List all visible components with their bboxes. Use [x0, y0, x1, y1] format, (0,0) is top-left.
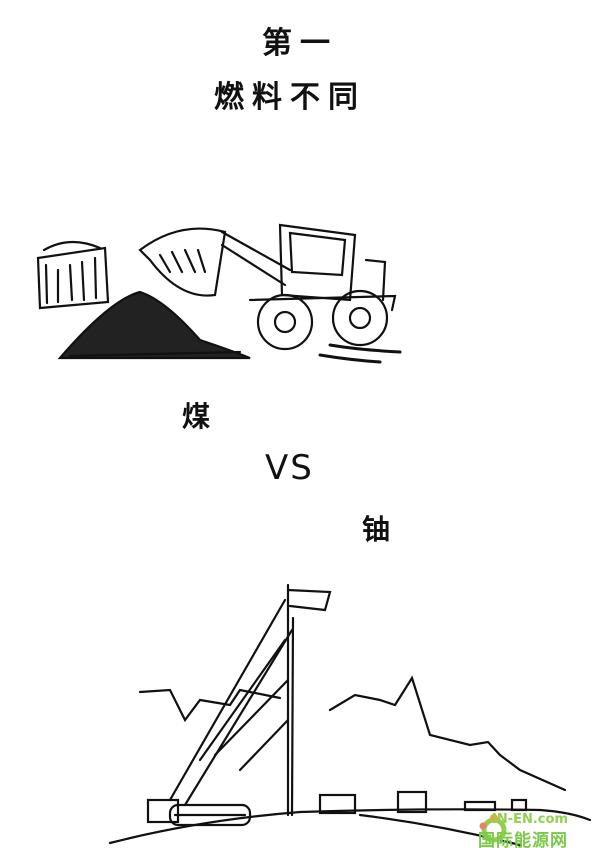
label-versus: VS	[265, 448, 314, 488]
uranium-mine-sketch	[108, 583, 592, 847]
coal-mining-sketch	[36, 223, 402, 364]
watermark-logo-icon	[479, 814, 507, 843]
label-uranium: 铀	[362, 513, 399, 546]
watermark-brand-cn: 国际能源网	[478, 831, 568, 848]
label-coal: 煤	[182, 400, 219, 433]
watermark-brand-en: IN-EN.com	[492, 812, 568, 827]
heading-line-2: 燃料不同	[214, 80, 366, 115]
heading-line-1: 第一	[262, 26, 338, 61]
